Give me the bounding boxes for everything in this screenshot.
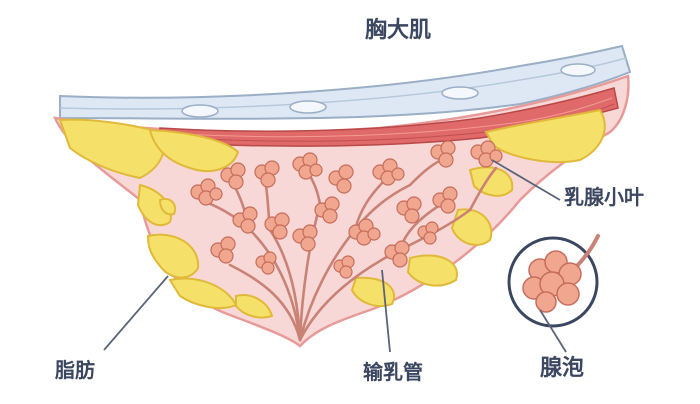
lobule-cluster (348, 218, 381, 246)
duct-label: 输乳管 (363, 360, 423, 384)
lobule-cluster (333, 255, 355, 279)
rib-bone (181, 104, 219, 118)
lobule-cluster (384, 240, 410, 268)
lobule-cluster (292, 152, 323, 180)
rib-bone (289, 100, 327, 114)
mammary-lobules (190, 140, 503, 279)
lobule-cluster (190, 178, 223, 206)
alveolus-label: 腺泡 (540, 356, 585, 381)
alveolus-magnifier-icon (507, 234, 600, 328)
lobule-cluster (314, 196, 340, 224)
rib-bone (441, 86, 479, 100)
lobule-cluster (255, 251, 277, 275)
leader-lines (103, 159, 567, 353)
lobule-cluster (432, 186, 458, 214)
lobule-cluster (292, 224, 318, 252)
lobule-cluster (254, 160, 280, 188)
lobule-cluster (210, 236, 236, 264)
chest-wall-band (59, 44, 632, 120)
lobule-cluster (430, 140, 456, 168)
lobule-cluster (328, 164, 354, 194)
rib-bone (560, 63, 596, 77)
lobule-label: 乳腺小叶 (564, 185, 644, 209)
pectoralis-label: 胸大肌 (365, 18, 432, 43)
lobule-cluster (470, 140, 503, 168)
lobule-cluster (396, 196, 422, 224)
fat-label: 脂肪 (55, 358, 95, 382)
lobule-cluster (372, 158, 405, 186)
lobule-cluster (232, 206, 258, 234)
lobule-cluster (220, 162, 246, 190)
lobule-cluster (264, 212, 290, 240)
lobule-cluster (417, 221, 439, 245)
